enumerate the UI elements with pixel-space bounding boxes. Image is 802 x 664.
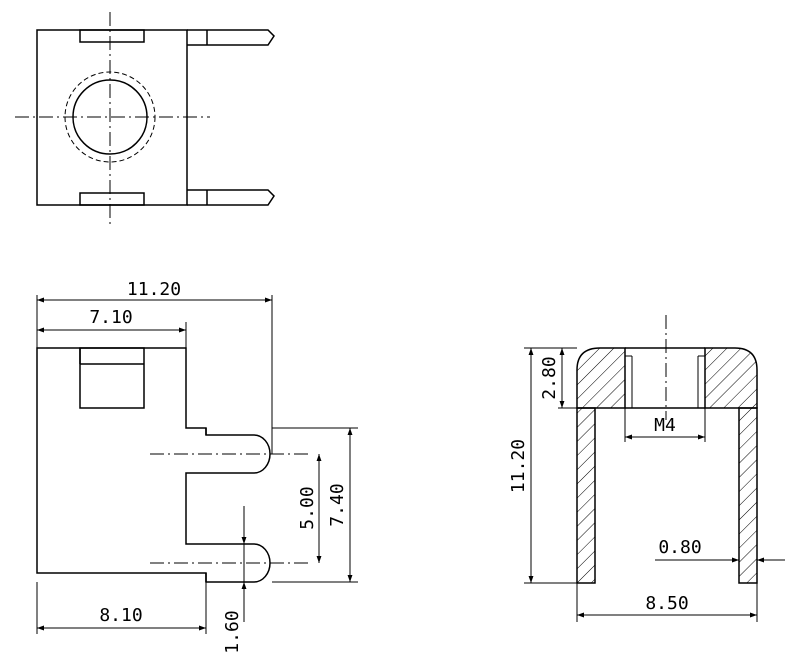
dim-overall-width: 11.20 (127, 279, 181, 300)
dim-body-width: 7.10 (89, 307, 132, 328)
dim-pin-thickness: 1.60 (222, 610, 243, 653)
dim-section-top: 2.80 (539, 356, 560, 399)
dim-section-height: 11.20 (508, 439, 529, 493)
dim-base-length: 8.10 (99, 605, 142, 626)
section-view: 11.20 2.80 M4 0.80 8.50 (508, 315, 785, 622)
dim-section-width: 8.50 (645, 593, 688, 614)
top-view (15, 12, 275, 225)
front-view: 11.20 7.10 5.00 7.40 8.10 1.60 (36, 279, 358, 654)
dim-pin-outer: 7.40 (327, 483, 348, 526)
dim-pin-spacing: 5.00 (297, 486, 318, 529)
dim-thread: M4 (654, 415, 676, 436)
dim-wall: 0.80 (658, 537, 701, 558)
